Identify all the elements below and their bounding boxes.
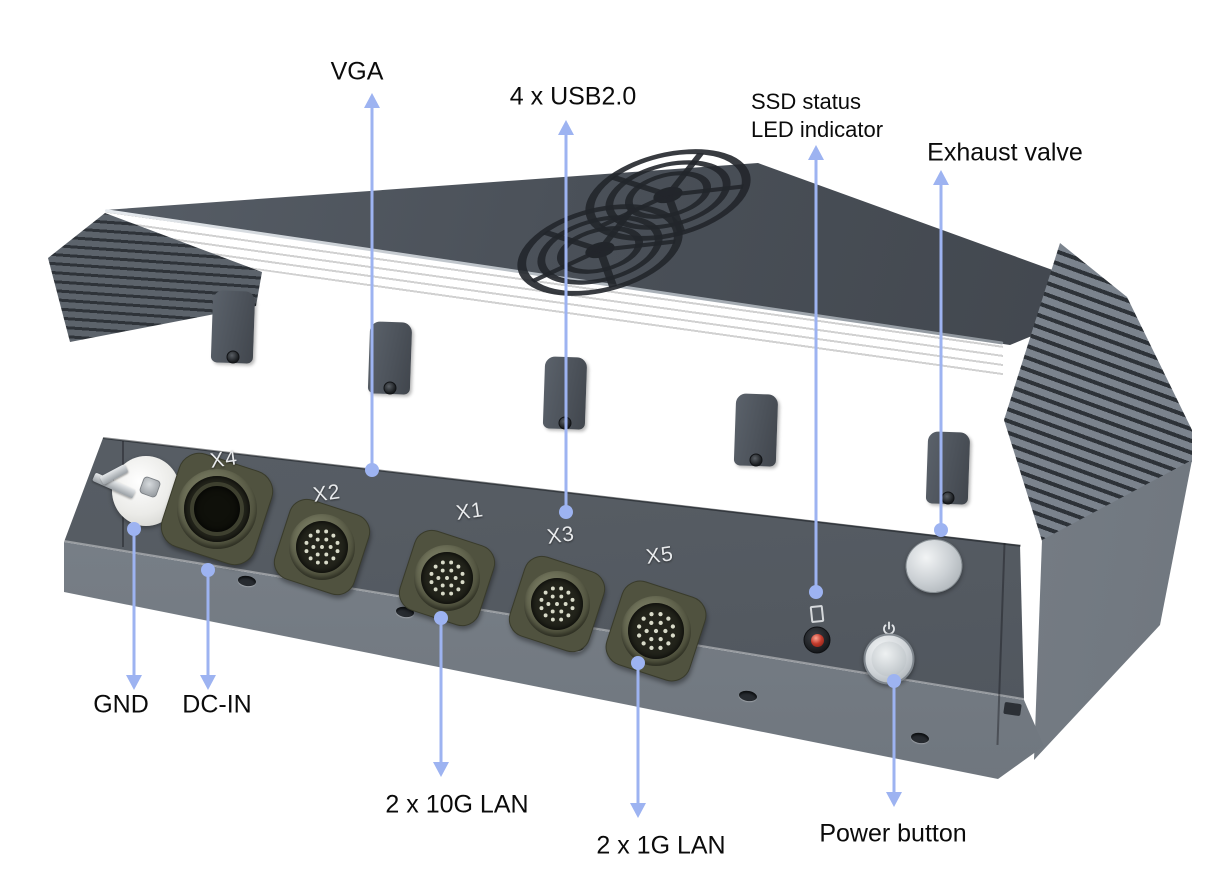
connector-x2: [269, 494, 375, 600]
arrow-dot: [127, 522, 141, 536]
callout-label-usb: 4 x USB2.0: [509, 82, 637, 111]
arrow-shaft: [132, 533, 136, 686]
gnd-callout-arrow: [126, 522, 142, 690]
rib-screw: [749, 453, 763, 467]
arrow-head: [126, 675, 142, 690]
arrow-dot: [559, 505, 573, 519]
callout-label-power: Power button: [819, 819, 967, 848]
ssd-label-line2: LED indicator: [751, 117, 884, 142]
fan-grille-front: [517, 204, 683, 296]
connector-x4-dc-in: [155, 447, 279, 571]
callout-label-exhaust: Exhaust valve: [927, 138, 1083, 167]
connector-label-x4: X4: [208, 446, 240, 473]
arrow-shaft: [814, 149, 818, 588]
lan10g-callout-arrow: [433, 611, 449, 777]
arrow-head: [630, 803, 646, 818]
vga-callout-arrow: [364, 93, 380, 477]
arrow-shaft: [564, 124, 568, 508]
arrow-dot: [365, 463, 379, 477]
arrow-head: [433, 762, 449, 777]
arrow-dot: [201, 563, 215, 577]
arrow-shaft: [439, 622, 443, 773]
exhaust-callout-arrow: [933, 170, 949, 537]
dc-in-callout-arrow: [200, 563, 216, 690]
arrow-shaft: [206, 574, 210, 686]
callout-label-1g-lan: 2 x 1G LAN: [596, 831, 726, 860]
connector-label-x1: X1: [454, 498, 486, 525]
connector-pins: [637, 612, 675, 650]
arrow-shaft: [939, 174, 943, 526]
power-callout-arrow: [886, 674, 902, 807]
ssd-disk-icon: [809, 604, 825, 624]
connector-socket: [190, 482, 244, 536]
arrow-head: [200, 675, 216, 690]
connector-pins: [304, 529, 340, 565]
power-button-cap: [871, 641, 907, 677]
arrow-dot: [631, 656, 645, 670]
callout-label-vga: VGA: [330, 57, 384, 86]
arrow-dot: [434, 611, 448, 625]
arrow-shaft: [370, 97, 374, 466]
ssd-label-line1: SSD status: [751, 89, 862, 114]
connector-x5: [600, 575, 712, 687]
callout-label-10g-lan: 2 x 10G LAN: [385, 790, 529, 819]
arrow-dot: [809, 585, 823, 599]
connector-label-x3: X3: [545, 522, 577, 549]
arrow-head: [886, 792, 902, 807]
connector-label-x5: X5: [644, 542, 676, 569]
connector-x1: [394, 525, 500, 631]
connector-label-x2: X2: [311, 480, 343, 507]
callout-label-ssd-led: SSD status LED indicator: [751, 88, 883, 144]
arrow-dot: [887, 674, 901, 688]
callout-label-dc-in: DC-IN: [182, 690, 252, 719]
usb-callout-arrow: [558, 120, 574, 519]
arrow-shaft: [636, 667, 640, 814]
arrow-shaft: [892, 685, 896, 803]
connector-pins: [429, 560, 465, 596]
rib-screw: [226, 350, 240, 364]
led-red-core: [810, 633, 824, 647]
led-bezel: [803, 626, 831, 654]
connector-pins: [539, 586, 575, 622]
lan1g-callout-arrow: [630, 656, 646, 818]
side-latch-notch: [1003, 701, 1022, 717]
rib-screw: [383, 381, 397, 395]
callout-label-gnd: GND: [93, 690, 149, 719]
arrow-dot: [934, 523, 948, 537]
ssd-led-callout-arrow: [808, 145, 824, 599]
connector-x3: [504, 551, 610, 657]
